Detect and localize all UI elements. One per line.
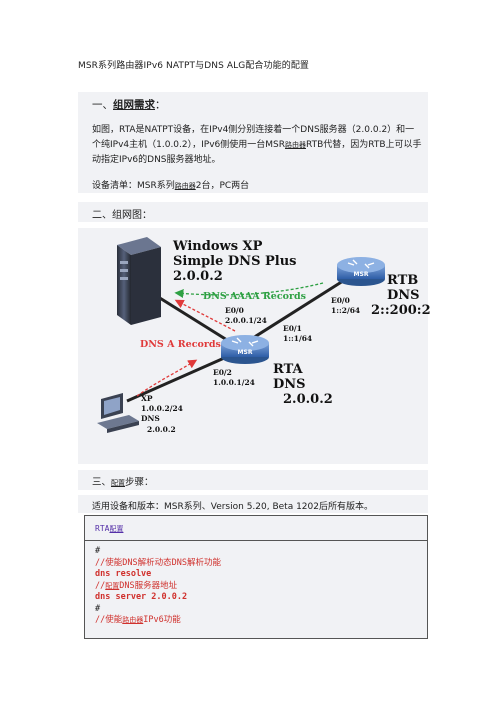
config-line-1: # [95, 546, 101, 556]
config-box: RTA配置 # //使能DNS解析动态DNS解析功能 dns resolve /… [84, 515, 428, 639]
xp-dns: DNS [141, 414, 160, 423]
server-label-os: Windows XP [172, 239, 263, 254]
config-title-link[interactable]: 配置 [109, 525, 124, 533]
config-lines: # //使能DNS解析动态DNS解析功能 dns resolve //配置DNS… [95, 546, 221, 627]
rtb-dns-ip: 2::200:2 [371, 303, 431, 318]
server-icon [117, 237, 161, 325]
xp-ip: 1.0.0.2/24 [141, 404, 183, 413]
rtb-dns: DNS [387, 288, 420, 303]
xp-dns-ip: 2.0.0.2 [147, 425, 176, 434]
router-link-2[interactable]: 路由器 [174, 182, 196, 190]
config-line-2: //使能DNS解析动态DNS解析功能 [95, 557, 221, 568]
section3-heading: 三、配置步骤： [92, 477, 154, 488]
section2-heading: 二、组网图： [92, 210, 152, 221]
section2-band [78, 202, 428, 222]
server-label-app: Simple DNS Plus [173, 254, 296, 269]
config-line-5: dns server 2.0.0.2 [95, 592, 188, 602]
router-link[interactable]: 路由器 [285, 141, 306, 149]
rta-dns-ip: 2.0.0.2 [283, 392, 333, 407]
rtb-e00-ip: 1::2/64 [331, 306, 360, 315]
config-line-6: # [95, 603, 101, 614]
link-server-rta [154, 293, 236, 347]
config-box-header: RTA配置 [85, 516, 427, 541]
rta-name: RTA [273, 362, 304, 377]
version-note: 适用设备和版本：MSR系列、Version 5.20, Beta 1202后所有… [92, 502, 373, 512]
section1-band [78, 92, 428, 193]
rta-e01-name: E0/1 [283, 324, 302, 333]
config-line-3: dns resolve [95, 569, 152, 579]
network-diagram: Windows XP Simple DNS Plus 2.0.0.2 DNS A… [97, 237, 431, 434]
rtb-name: RTB [387, 273, 418, 288]
doc-title: MSR系列路由器IPv6 NATPT与DNS ALG配合功能的配置 [78, 61, 310, 71]
link-rta-rtb [244, 279, 344, 345]
section1-heading-bold: 组网需求 [113, 99, 155, 111]
rta-msr-badge: MSR [238, 349, 253, 356]
rta-e01-ip: 1::1/64 [283, 334, 312, 343]
aaaa-records-label: DNS AAAA Records [203, 291, 306, 302]
rta-e02-name: E0/2 [213, 368, 232, 377]
section3-band [78, 470, 428, 490]
config-line-7-link[interactable]: 路由器 [122, 616, 144, 624]
a-records-label: DNS A Records [140, 339, 221, 350]
rta-e02-ip: 1.0.0.1/24 [213, 378, 255, 387]
a-flow-arrow [174, 299, 236, 332]
version-band [78, 495, 428, 513]
config-line-7: //使能路由器IPv6功能 [95, 615, 181, 625]
equipment-list: 设备清单：MSR系列路由器2台，PC两台 [92, 181, 250, 191]
config-line-4: //配置DNS服务器地址 [95, 580, 178, 591]
rtb-msr-badge: MSR [354, 271, 369, 278]
pc-icon [97, 393, 139, 433]
link-rta-xp [126, 353, 232, 403]
server-label-ip: 2.0.0.2 [173, 269, 223, 284]
section1-heading: 一、组网需求： [92, 99, 166, 111]
config-line-4-link[interactable]: 配置 [105, 581, 120, 590]
aaaa-flow-arrow [174, 282, 324, 299]
config-box-title: RTA配置 [95, 524, 124, 533]
rta-dns: DNS [273, 377, 306, 392]
requirement-paragraph: 如图，RTA是NATPT设备，在IPv4侧分别连接着一个DNS服务器（2.0.0… [92, 125, 422, 165]
rtb-e00-name: E0/0 [331, 296, 350, 305]
a-flow-arrow-2 [136, 359, 198, 397]
xp-name: XP [141, 394, 153, 403]
rta-router-icon: MSR [221, 335, 269, 364]
config-link[interactable]: 配置 [111, 479, 126, 487]
rta-e00-ip: 2.0.0.1/24 [225, 316, 267, 325]
rtb-router-icon: MSR [337, 257, 385, 286]
rta-e00-name: E0/0 [225, 306, 244, 315]
